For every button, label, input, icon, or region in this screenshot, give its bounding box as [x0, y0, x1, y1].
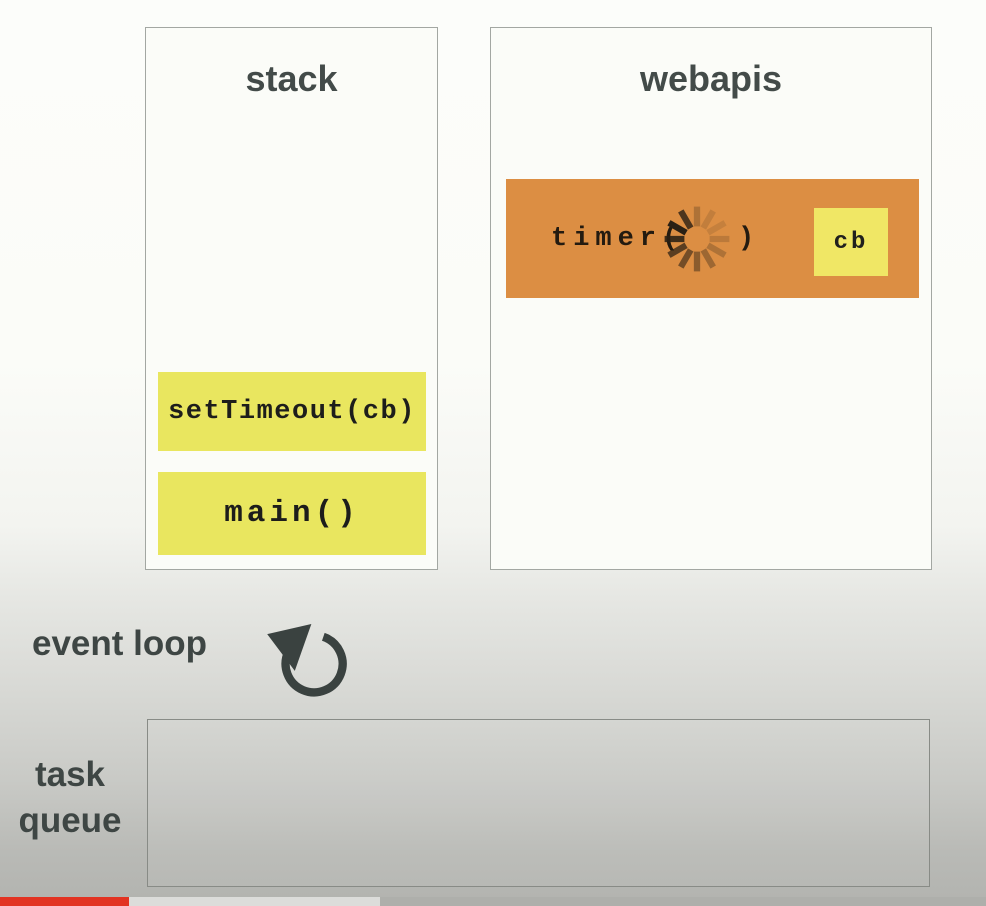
- stack-panel: stack setTimeout(cb) main(): [145, 27, 438, 570]
- event-loop-label: event loop: [32, 624, 208, 663]
- stack-frames: setTimeout(cb) main(): [158, 372, 426, 555]
- task-queue-box: [147, 719, 930, 887]
- counterclockwise-loop-arrow-icon: [267, 623, 347, 697]
- webapi-timer-block: timer( ) cb: [506, 179, 919, 298]
- stack-frame-label: main(): [224, 496, 360, 531]
- webapis-panel: webapis timer( ): [490, 27, 932, 570]
- stack-frame-settimeout: setTimeout(cb): [158, 372, 426, 451]
- task-queue-label-line1: task: [34, 755, 106, 794]
- timer-label-open: timer(: [551, 223, 685, 254]
- task-queue-label-line2: queue: [18, 801, 122, 840]
- timer-label-close: ): [738, 223, 761, 254]
- progress-buffered-segment: [0, 897, 380, 906]
- video-progress-bar[interactable]: [0, 897, 986, 906]
- task-queue-label: task queue: [0, 752, 140, 844]
- timer-callback-box: cb: [814, 208, 888, 276]
- webapis-panel-title: webapis: [639, 58, 783, 99]
- progress-played-segment: [0, 897, 130, 906]
- callback-label: cb: [833, 228, 869, 256]
- stack-panel-title: stack: [245, 58, 338, 99]
- stack-frame-main: main(): [158, 472, 426, 555]
- stack-frame-label: setTimeout(cb): [168, 396, 416, 427]
- loading-spinner-icon: [664, 206, 730, 272]
